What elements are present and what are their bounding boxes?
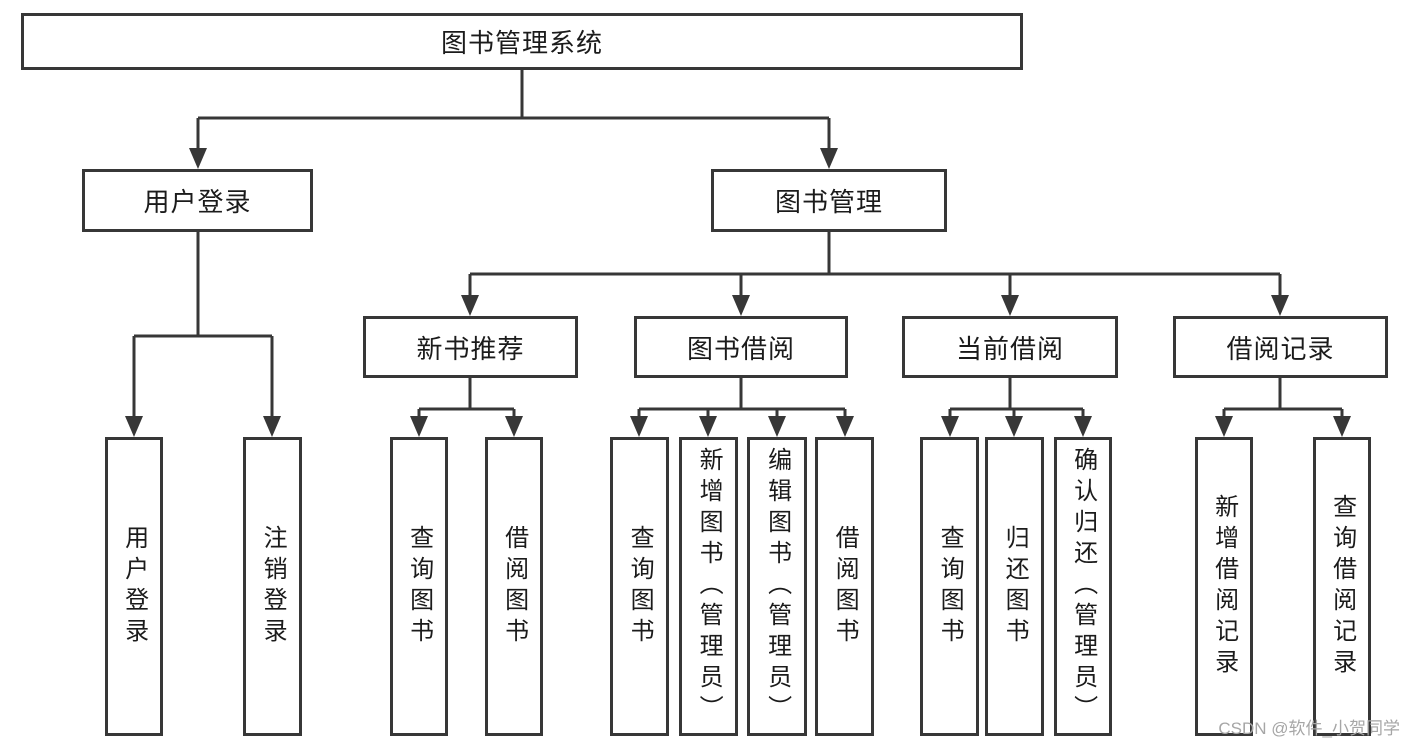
leaf-recommend-borrow-book: 借阅图书 <box>485 437 543 736</box>
node-borrow-records: 借阅记录 <box>1173 316 1388 378</box>
connector-book-management-children <box>461 232 1289 316</box>
leaf-add-borrow-record-label: 新增借阅记录 <box>1210 493 1238 680</box>
leaf-logout: 注销登录 <box>243 437 302 736</box>
arrowhead <box>461 295 479 316</box>
node-root: 图书管理系统 <box>21 13 1023 70</box>
node-book-borrow-label: 图书借阅 <box>686 333 795 364</box>
leaf-query-borrow-record: 查询借阅记录 <box>1313 437 1371 736</box>
connector-root-to-level2 <box>189 70 838 169</box>
leaf-add-borrow-record: 新增借阅记录 <box>1195 437 1253 736</box>
node-new-book-recommend: 新书推荐 <box>363 316 578 378</box>
leaf-logout-label: 注销登录 <box>259 524 287 649</box>
leaf-current-query-book-label: 查询图书 <box>936 524 964 649</box>
arrowhead <box>1215 416 1233 437</box>
node-user-login-label: 用户登录 <box>143 187 252 217</box>
node-book-management-label: 图书管理 <box>774 187 883 217</box>
leaf-borrow-book: 借阅图书 <box>815 437 874 736</box>
leaf-add-book-admin: 新增图书（管理员） <box>679 437 738 736</box>
leaf-add-book-admin-label: 新增图书（管理员） <box>695 447 723 726</box>
node-borrow-records-label: 借阅记录 <box>1226 333 1335 364</box>
node-user-login: 用户登录 <box>82 169 313 232</box>
node-current-borrow: 当前借阅 <box>902 316 1118 378</box>
arrowhead <box>505 416 523 437</box>
leaf-borrow-query-book: 查询图书 <box>610 437 669 736</box>
arrowhead <box>1005 416 1023 437</box>
arrowhead <box>836 416 854 437</box>
leaf-query-borrow-record-label: 查询借阅记录 <box>1328 493 1356 680</box>
leaf-recommend-query-book: 查询图书 <box>390 437 448 736</box>
arrowhead <box>699 416 717 437</box>
connector-user-login-children <box>125 232 281 437</box>
leaf-borrow-query-book-label: 查询图书 <box>626 524 654 649</box>
leaf-return-book-label: 归还图书 <box>1001 524 1029 649</box>
leaf-confirm-return-admin-label: 确认归还（管理员） <box>1069 447 1097 726</box>
connector-current-borrow-children <box>941 378 1092 437</box>
leaf-return-book: 归还图书 <box>985 437 1044 736</box>
leaf-user-login-label: 用户登录 <box>120 524 148 649</box>
arrowhead <box>768 416 786 437</box>
arrowhead <box>1271 295 1289 316</box>
node-new-book-recommend-label: 新书推荐 <box>416 333 525 364</box>
leaf-user-login: 用户登录 <box>105 437 163 736</box>
arrowhead <box>1074 416 1092 437</box>
node-current-borrow-label: 当前借阅 <box>955 333 1064 364</box>
arrowhead <box>941 416 959 437</box>
leaf-edit-book-admin: 编辑图书（管理员） <box>747 437 807 736</box>
leaf-recommend-query-book-label: 查询图书 <box>405 524 433 649</box>
arrowhead <box>1333 416 1351 437</box>
connector-new-book-recommend-children <box>410 378 523 437</box>
arrowhead <box>263 416 281 437</box>
arrowhead <box>189 148 207 169</box>
node-book-management: 图书管理 <box>711 169 947 232</box>
node-book-borrow: 图书借阅 <box>634 316 848 378</box>
arrowhead <box>410 416 428 437</box>
leaf-current-query-book: 查询图书 <box>920 437 979 736</box>
leaf-edit-book-admin-label: 编辑图书（管理员） <box>763 447 791 726</box>
arrowhead <box>1001 295 1019 316</box>
arrowhead <box>732 295 750 316</box>
leaf-borrow-book-label: 借阅图书 <box>831 524 859 649</box>
leaf-recommend-borrow-book-label: 借阅图书 <box>500 524 528 649</box>
arrowhead <box>125 416 143 437</box>
connector-book-borrow-children <box>630 378 854 437</box>
leaf-confirm-return-admin: 确认归还（管理员） <box>1054 437 1112 736</box>
arrowhead <box>820 148 838 169</box>
node-root-label: 图书管理系统 <box>440 28 603 58</box>
connector-borrow-records-children <box>1215 378 1351 437</box>
arrowhead <box>630 416 648 437</box>
csdn-watermark: CSDN @软件_小贺同学 <box>1218 719 1400 738</box>
